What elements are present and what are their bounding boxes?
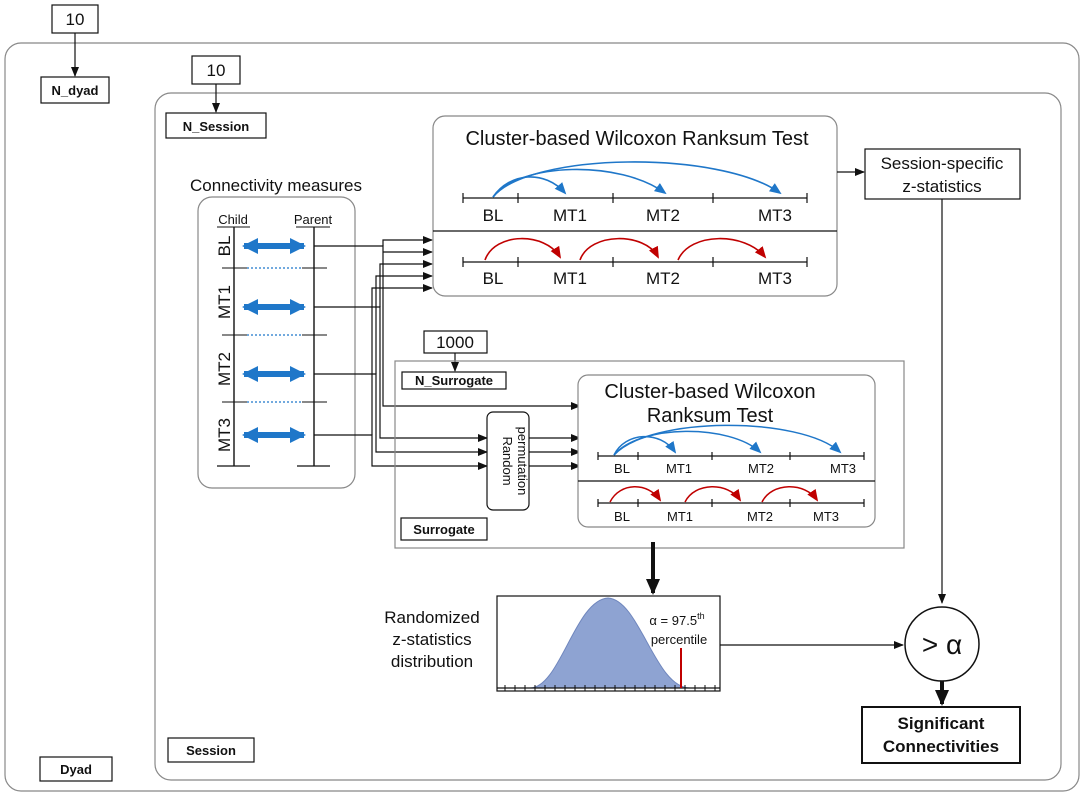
session-count-label-box: [165, 112, 267, 139]
dyad-count: 10: [66, 10, 85, 29]
cluster-test-box: [432, 115, 838, 297]
axis-label-mt3: MT3: [758, 206, 792, 225]
session-count: 10: [207, 61, 226, 80]
condition-label-mt2: MT2: [215, 352, 234, 386]
session-count-label: N_Session: [183, 119, 250, 134]
surrogate-plate-label: Surrogate: [413, 522, 474, 537]
dyad-plate-label-box: [39, 756, 113, 782]
dyad-count-label: N_dyad: [52, 83, 99, 98]
axis-label-mt1: MT1: [553, 206, 587, 225]
surrogate-plate: [394, 360, 905, 549]
dyad-plate: [4, 42, 1080, 792]
session-count-box: [191, 55, 241, 85]
session-plate-label-box: [167, 737, 255, 763]
parent-label: Parent: [294, 212, 333, 227]
session-stats-line1: Session-specific: [881, 154, 1004, 173]
alpha-label: α = 97.5th: [649, 611, 704, 628]
distribution-ticks: [504, 685, 716, 691]
baseline-comparison-arcs: [492, 161, 782, 198]
distribution-curve: [529, 597, 691, 689]
session-plate: [154, 92, 1062, 781]
surrogate-axis-mt2-lower: MT2: [747, 509, 773, 524]
connectivity-box: [197, 196, 356, 489]
axis-label-bl-lower: BL: [483, 269, 504, 288]
surrogate-axis-mt1-lower: MT1: [667, 509, 693, 524]
session-plate-label: Session: [186, 743, 236, 758]
dyad-count-label-box: [40, 76, 110, 104]
child-label: Child: [218, 212, 248, 227]
surrogate-baseline-arcs: [613, 424, 842, 456]
condition-label-mt3: MT3: [215, 418, 234, 452]
axis-label-mt1-lower: MT1: [553, 269, 587, 288]
surrogate-count-label-box: [401, 371, 507, 390]
distribution-label-line1: Randomized: [384, 608, 479, 627]
surrogate-sequential-arcs: [609, 486, 819, 503]
cluster-test-title: Cluster-based Wilcoxon Ranksum Test: [465, 128, 809, 150]
alpha-label-line2: percentile: [651, 632, 707, 647]
axis-label-mt2-lower: MT2: [646, 269, 680, 288]
surrogate-count: 1000: [436, 333, 474, 352]
routing-lines: [314, 236, 581, 470]
surrogate-plate-label-box: [400, 517, 488, 541]
result-line2: Connectivities: [883, 737, 999, 756]
random-permutation-line2: permutation: [515, 427, 530, 496]
dyad-plate-label: Dyad: [60, 762, 92, 777]
session-stats-box: [864, 148, 1021, 200]
random-permutation-box: [486, 411, 530, 511]
sequential-comparison-arcs: [484, 237, 767, 261]
distribution-label-line3: distribution: [391, 652, 473, 671]
surrogate-axis-mt1: MT1: [666, 461, 692, 476]
condition-label-bl: BL: [215, 236, 234, 257]
condition-label-mt1: MT1: [215, 285, 234, 319]
surrogate-axis-bl: BL: [614, 461, 630, 476]
random-permutation-line1: Random: [500, 436, 515, 485]
axis-label-mt2: MT2: [646, 206, 680, 225]
surrogate-axis-mt3: MT3: [830, 461, 856, 476]
axis-label-bl: BL: [483, 206, 504, 225]
surrogate-count-label: N_Surrogate: [415, 373, 493, 388]
result-box: [861, 706, 1021, 764]
surrogate-test-title-line1: Cluster-based Wilcoxon: [604, 381, 815, 403]
surrogate-axis-bl-lower: BL: [614, 509, 630, 524]
connectivity-title: Connectivity measures: [190, 176, 362, 195]
distribution-label-line2: z-statistics: [392, 630, 471, 649]
axis-label-mt3-lower: MT3: [758, 269, 792, 288]
session-stats-line2: z-statistics: [902, 177, 981, 196]
result-line1: Significant: [898, 714, 985, 733]
surrogate-axis-mt2: MT2: [748, 461, 774, 476]
surrogate-test-title-line2: Ranksum Test: [647, 405, 774, 427]
comparison-symbol: > α: [922, 629, 962, 660]
surrogate-axis-mt3-lower: MT3: [813, 509, 839, 524]
